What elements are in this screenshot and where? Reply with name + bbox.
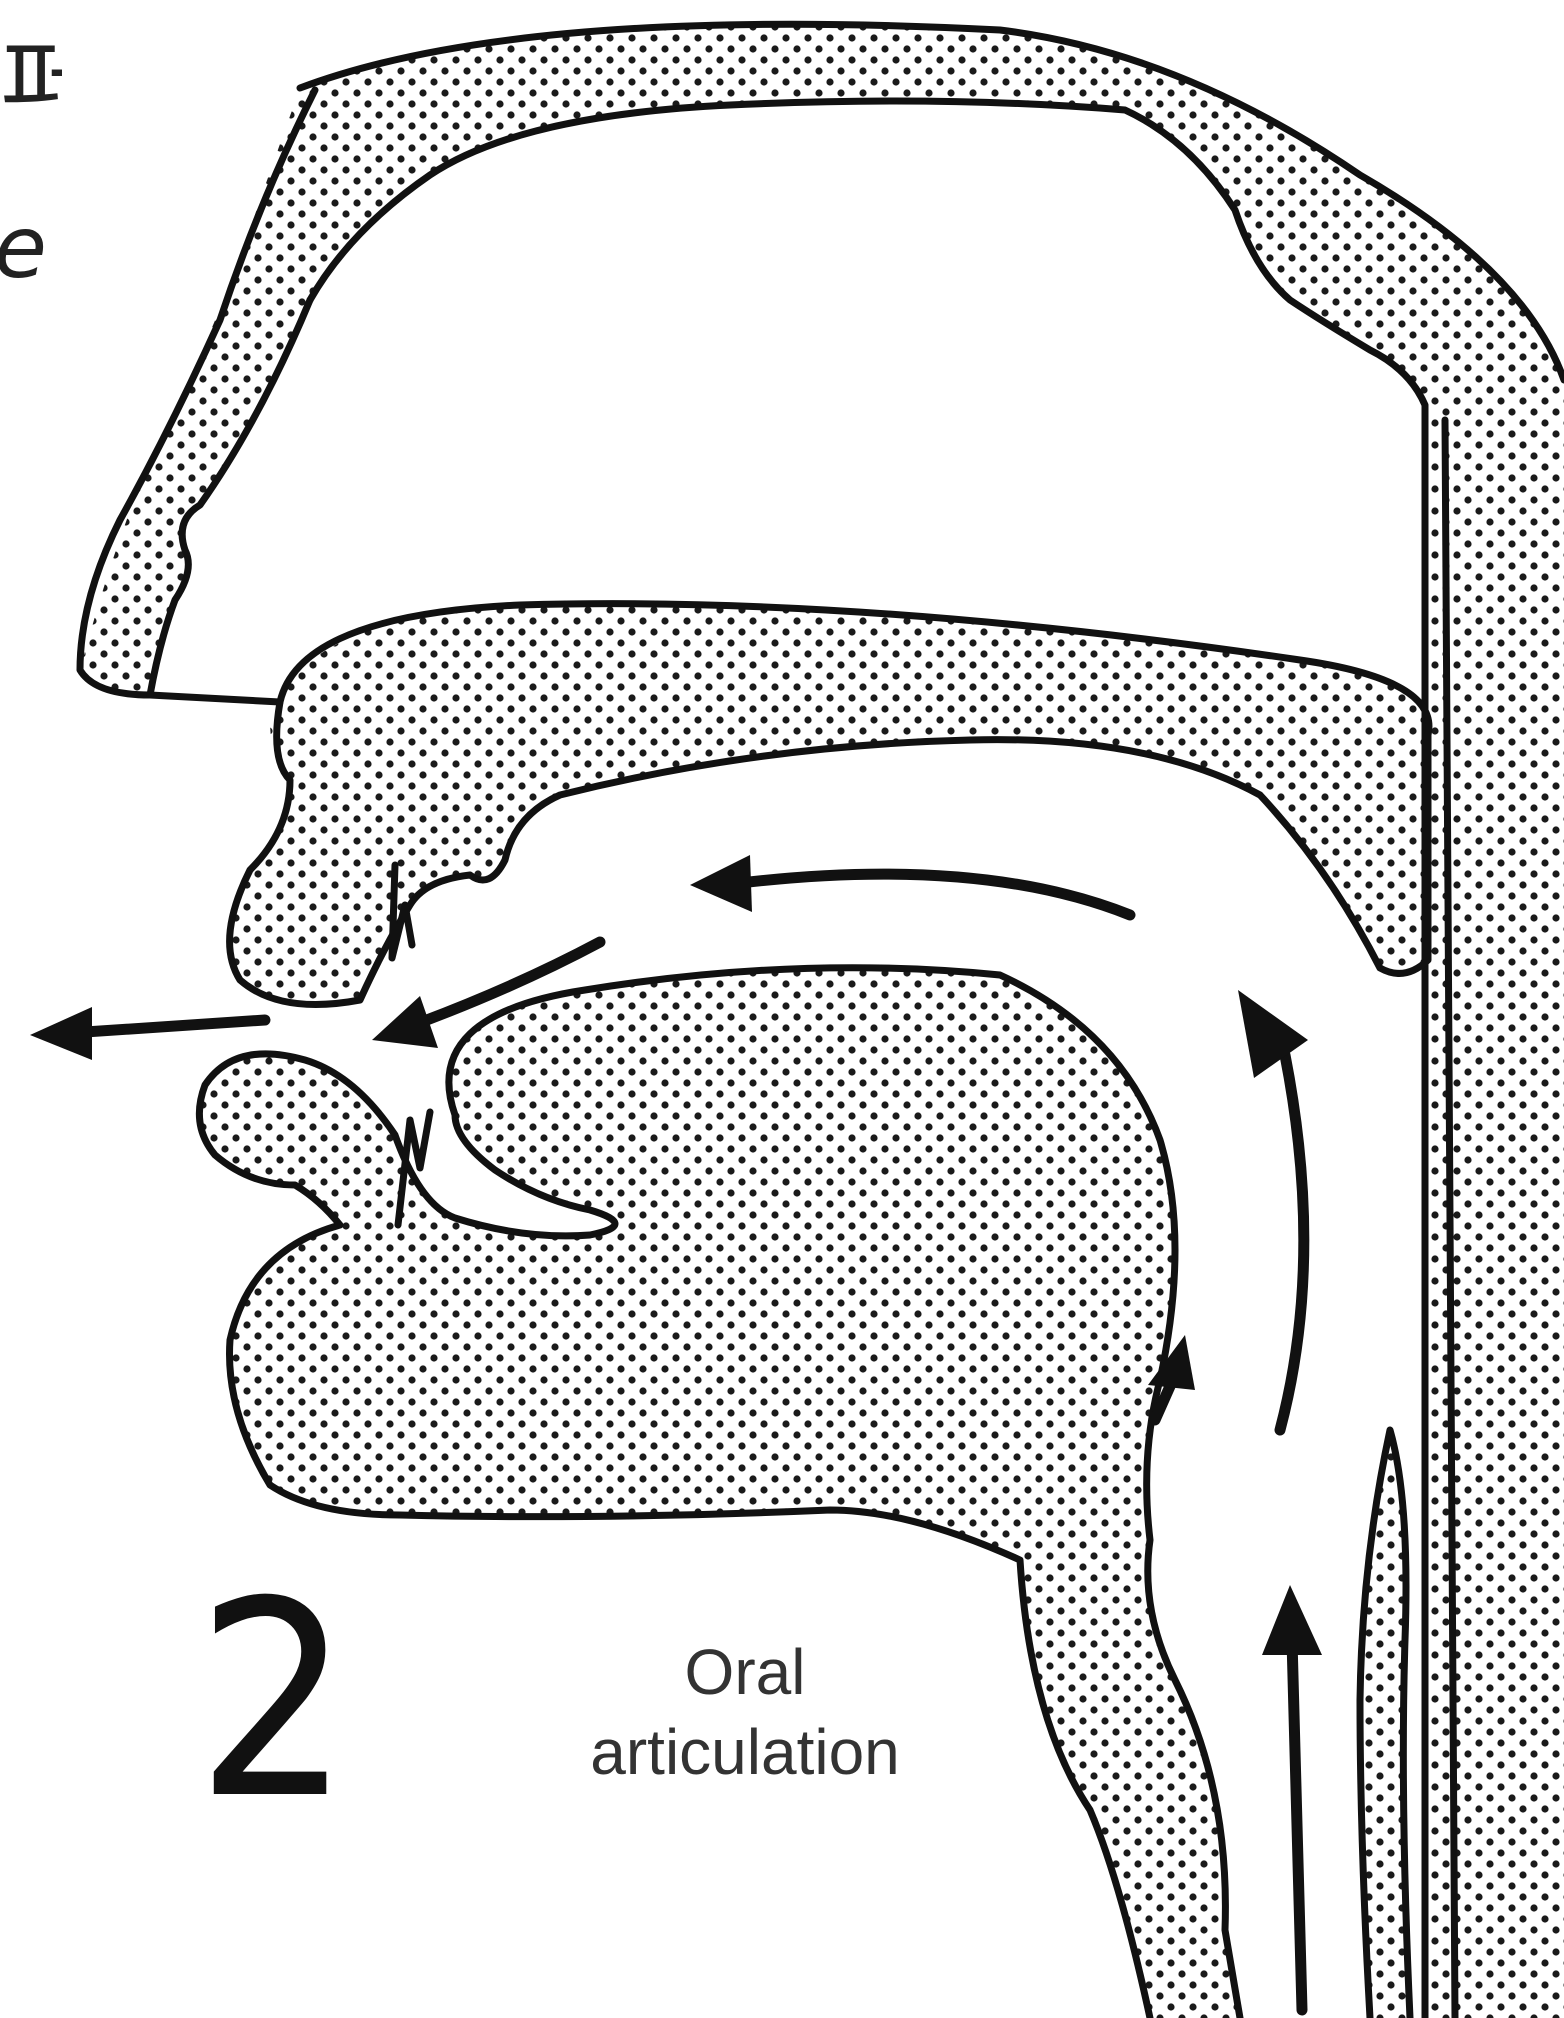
tongue-tissue	[199, 968, 1240, 2018]
diagram-caption: Oral articulation	[540, 1632, 950, 1792]
airflow-arrowhead-exit	[30, 1007, 92, 1060]
caption-line-1: Oral	[540, 1632, 950, 1712]
panel-number: 2	[196, 1566, 351, 1836]
airflow-arrow-pharynx-line	[1280, 1055, 1304, 1430]
airflow-arrow-exit-line	[70, 1020, 265, 1033]
airflow-arrow-palate-line	[740, 874, 1130, 915]
airflow-arrowhead-tongue-tip	[372, 996, 438, 1048]
airflow-arrowhead-palate	[690, 855, 752, 912]
airflow-arrowhead-pharynx	[1238, 990, 1308, 1078]
airflow-arrow-larynx-line	[1292, 1640, 1302, 2010]
airflow-arrowhead-larynx	[1262, 1585, 1322, 1655]
caption-line-2: articulation	[540, 1712, 950, 1792]
